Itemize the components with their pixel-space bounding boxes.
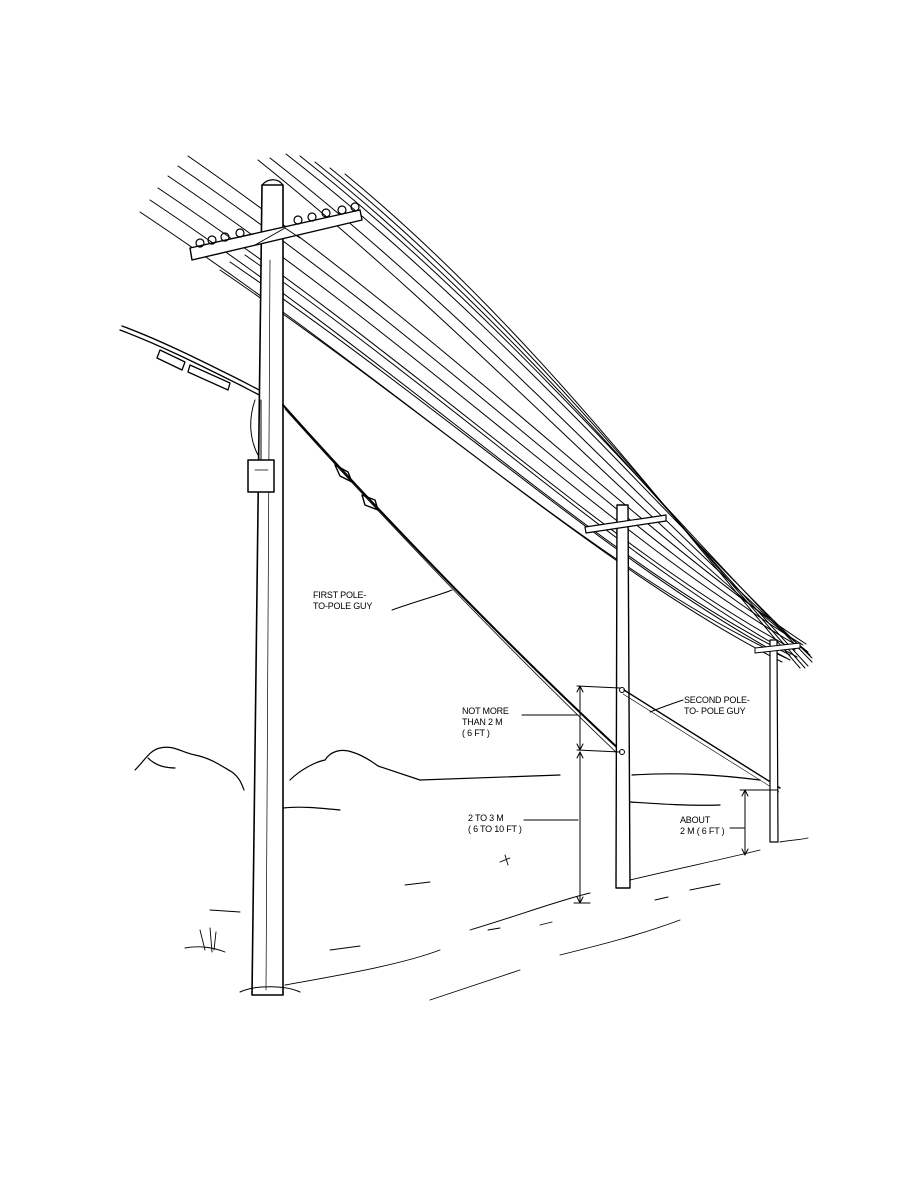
horizon-hills xyxy=(134,746,761,811)
label-line: TO- POLE GUY xyxy=(684,706,746,716)
label-line: FIRST POLE- xyxy=(313,590,367,600)
label-second-pole-to-pole-guy: SECOND POLE- TO- POLE GUY xyxy=(684,695,750,717)
label-not-more-than-2m: NOT MORE THAN 2 M ( 6 FT ) xyxy=(462,706,509,739)
label-first-pole-to-pole-guy: FIRST POLE- TO-POLE GUY xyxy=(313,590,372,612)
second-pole-to-pole-guy xyxy=(622,689,781,793)
label-line: 2 TO 3 M xyxy=(468,813,504,823)
label-line: THAN 2 M xyxy=(462,717,503,727)
label-line: SECOND POLE- xyxy=(684,695,750,705)
label-line: ABOUT xyxy=(680,815,711,825)
middle-pole xyxy=(584,504,667,889)
first-pole-to-pole-guy xyxy=(282,404,623,757)
service-drop xyxy=(119,325,266,399)
label-line: ( 6 FT ) xyxy=(462,728,490,738)
label-line: ( 6 TO 10 FT ) xyxy=(468,824,522,834)
near-pole xyxy=(239,179,301,996)
ground-texture xyxy=(184,837,809,1001)
label-2-to-3m: 2 TO 3 M ( 6 TO 10 FT ) xyxy=(468,813,522,835)
label-line: NOT MORE xyxy=(462,706,509,716)
label-about-2m: ABOUT 2 M ( 6 FT ) xyxy=(680,815,725,837)
meter-box xyxy=(247,399,275,493)
label-line: 2 M ( 6 FT ) xyxy=(680,826,725,836)
label-line: TO-POLE GUY xyxy=(313,601,373,611)
dimension-lines xyxy=(391,589,779,904)
conductor-wires xyxy=(139,153,813,669)
near-crossarm xyxy=(189,202,363,261)
far-pole xyxy=(754,639,801,843)
